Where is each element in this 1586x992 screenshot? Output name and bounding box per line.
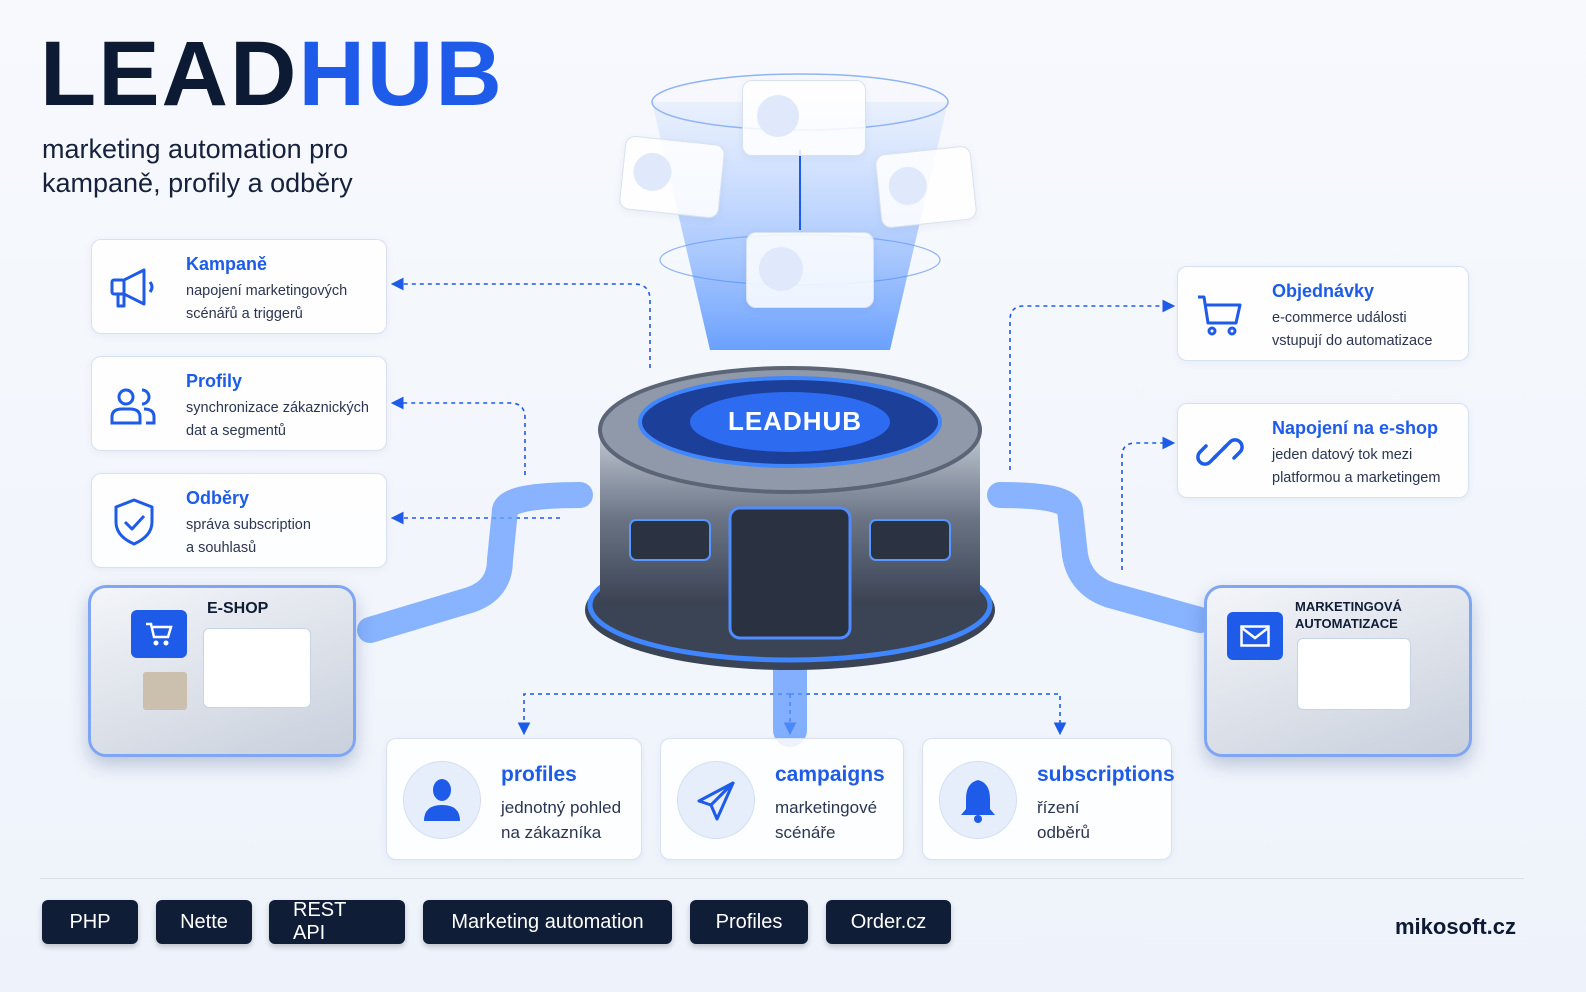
- chart-report-icon: [1297, 638, 1411, 710]
- package-icon: [143, 672, 187, 710]
- tech-chip-marketing-automation: Marketing automation: [423, 900, 672, 944]
- tech-chip-php: PHP: [42, 900, 138, 944]
- eshop-module: E-SHOP: [88, 585, 356, 757]
- profile-card-float: [746, 232, 874, 308]
- tech-chip-profiles: Profiles: [690, 900, 808, 944]
- tech-chip-order-cz: Order.cz: [826, 900, 951, 944]
- logo: LEADHUB: [40, 23, 504, 125]
- tech-chip-nette: Nette: [156, 900, 252, 944]
- paper-plane-icon: [677, 761, 755, 839]
- user-icon: [757, 95, 799, 137]
- leadhub-hub: [585, 366, 995, 670]
- hub-label: LEADHUB: [727, 406, 863, 436]
- user-icon: [403, 761, 481, 839]
- cart-icon: [131, 610, 187, 658]
- megaphone-icon: [110, 268, 154, 308]
- envelope-icon: [1227, 612, 1283, 660]
- users-icon: [110, 388, 156, 425]
- profile-card-float: [742, 80, 866, 156]
- tech-chip-rest-api: REST API: [269, 899, 405, 944]
- divider: [40, 878, 1524, 879]
- bell-icon: [939, 761, 1017, 839]
- feature-card-napojeni-eshop: Napojení na e-shop jeden datový tok mezi…: [1177, 403, 1469, 498]
- user-icon: [759, 247, 803, 291]
- browser-window-icon: [203, 628, 311, 708]
- shield-check-icon: [114, 498, 154, 546]
- link-icon: [1196, 438, 1244, 466]
- brand-footer: mikosoft.cz: [1394, 914, 1516, 939]
- cart-icon: [1198, 295, 1242, 336]
